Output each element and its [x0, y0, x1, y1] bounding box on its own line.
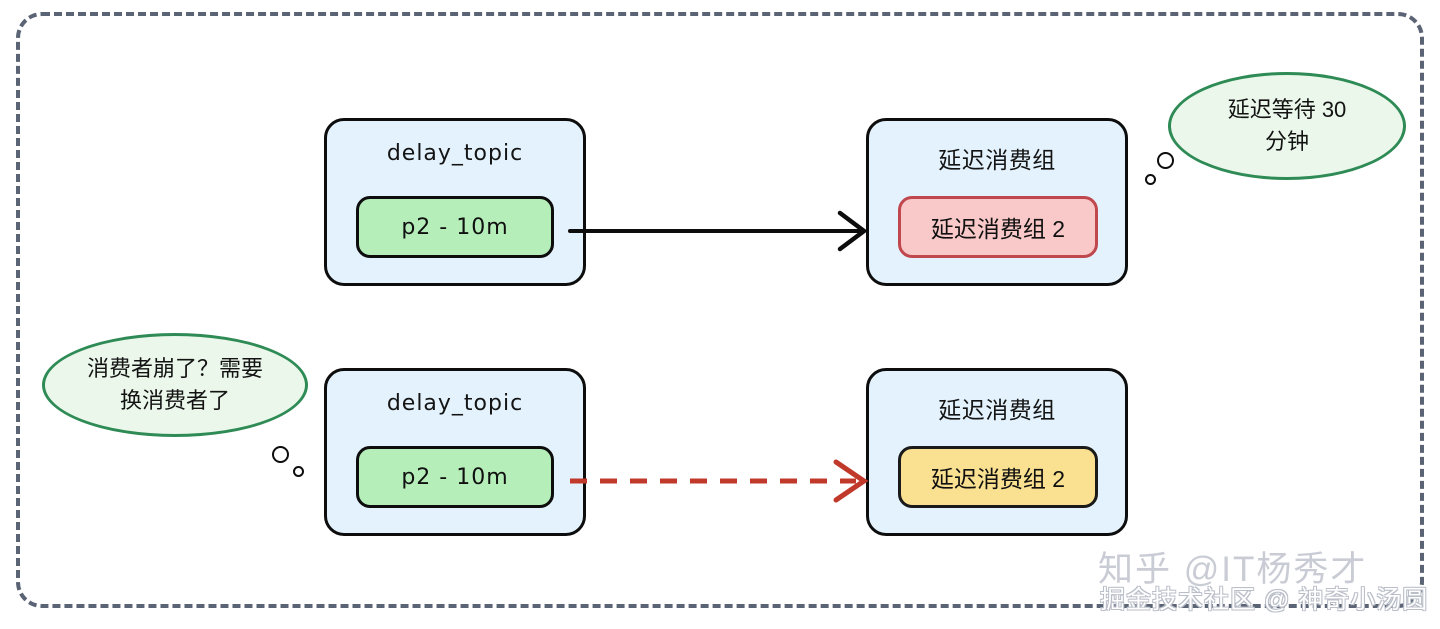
- note-bubble-consumer-crash-line1: 消费者崩了？需要: [86, 356, 263, 382]
- watermark-juejin: 掘金技术社区 @ 神奇小汤圆: [1100, 586, 1429, 614]
- delay-topic-title-row2: delay_topic: [386, 391, 524, 416]
- delay-topic-title-row1: delay_topic: [386, 141, 524, 166]
- consumer-member-pill-row1: 延迟消费组 2: [898, 196, 1098, 258]
- thought-dot-small-row2: [293, 466, 304, 477]
- partition-pill-row1: p2 - 10m: [356, 196, 554, 258]
- note-bubble-delay-wait-line2: 分钟: [1264, 129, 1309, 154]
- flow-arrow-dashed-row2: [570, 459, 869, 503]
- flow-arrow-solid-row1: [568, 210, 868, 252]
- note-bubble-delay-wait-line1: 延迟等待 30: [1227, 97, 1347, 123]
- note-bubble-delay-wait: 延迟等待 30 分钟: [1168, 72, 1406, 180]
- thought-dot-large-row1: [1157, 152, 1174, 169]
- partition-pill-row2: p2 - 10m: [356, 446, 554, 508]
- consumer-member-pill-row2: 延迟消费组 2: [898, 446, 1098, 508]
- note-bubble-consumer-crash: 消费者崩了？需要 换消费者了: [42, 333, 308, 437]
- consumer-group-title-row1: 延迟消费组: [938, 147, 1056, 173]
- thought-dot-small-row1: [1145, 174, 1156, 185]
- consumer-group-title-row2: 延迟消费组: [938, 397, 1056, 423]
- watermark-zhihu: 知乎 @IT杨秀才: [1098, 550, 1368, 589]
- note-bubble-consumer-crash-line2: 换消费者了: [119, 388, 230, 413]
- thought-dot-large-row2: [272, 446, 289, 463]
- outer-dashed-frame: [16, 12, 1424, 608]
